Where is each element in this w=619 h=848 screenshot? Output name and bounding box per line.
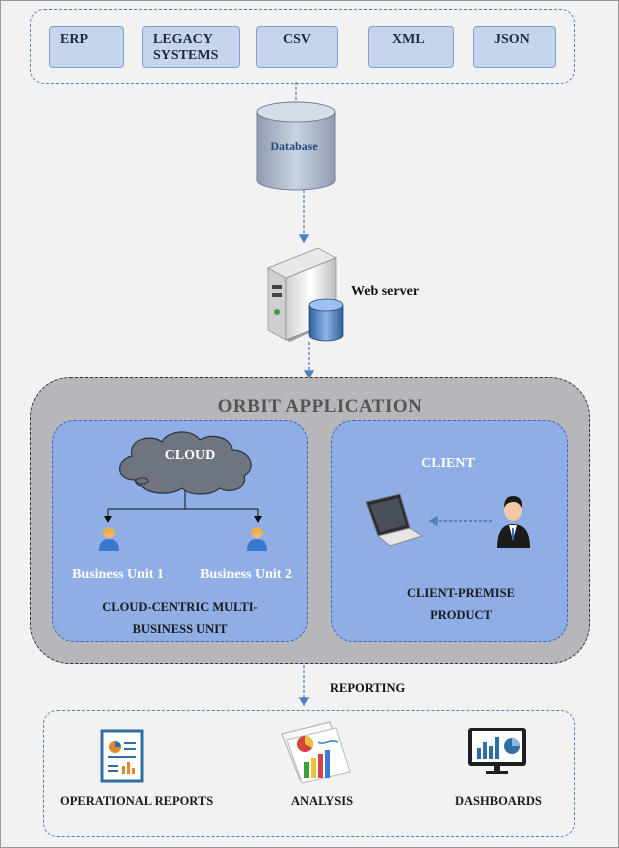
businessman-icon (497, 496, 530, 548)
database-label: Database (270, 139, 318, 153)
client-label: CLIENT (421, 456, 475, 471)
cloud-caption: CLOUD-CENTRIC MULTI- BUSINESS UNIT (52, 596, 308, 640)
operational-reports-label: OPERATIONAL REPORTS (60, 794, 214, 808)
cloud-icon (119, 431, 252, 495)
webserver-label: Web server (351, 284, 420, 299)
client-caption: CLIENT-PREMISE PRODUCT (331, 582, 591, 626)
analysis-label: ANALYSIS (291, 794, 354, 808)
user-icon (99, 527, 119, 551)
outputs-group (43, 710, 575, 837)
source-csv: CSV (256, 26, 338, 68)
user-icon (247, 527, 267, 551)
business-unit-1-label: Business Unit 1 (72, 567, 164, 582)
orbit-title: ORBIT APPLICATION (217, 396, 423, 417)
analysis-icon (281, 721, 351, 784)
dashboards-label: DASHBOARDS (455, 794, 542, 808)
data-sources-group (30, 9, 575, 84)
reporting-label: REPORTING (330, 681, 406, 695)
database-icon (256, 101, 336, 191)
source-legacy-systems: LEGACY SYSTEMS (142, 26, 240, 68)
server-icon (267, 247, 344, 342)
report-icon (100, 729, 144, 783)
client-caption-line2: PRODUCT (430, 608, 492, 622)
source-json: JSON (473, 26, 556, 68)
client-caption-line1: CLIENT-PREMISE (407, 586, 515, 600)
cloud-label: CLOUD (164, 448, 216, 463)
cloud-caption-line1: CLOUD-CENTRIC MULTI- (102, 600, 258, 614)
source-xml: XML (368, 26, 454, 68)
laptop-icon (365, 493, 424, 547)
client-panel (331, 420, 568, 642)
dashboard-icon (468, 728, 526, 774)
source-erp: ERP (49, 26, 124, 68)
cloud-caption-line2: BUSINESS UNIT (132, 622, 228, 636)
business-unit-2-label: Business Unit 2 (200, 567, 292, 582)
